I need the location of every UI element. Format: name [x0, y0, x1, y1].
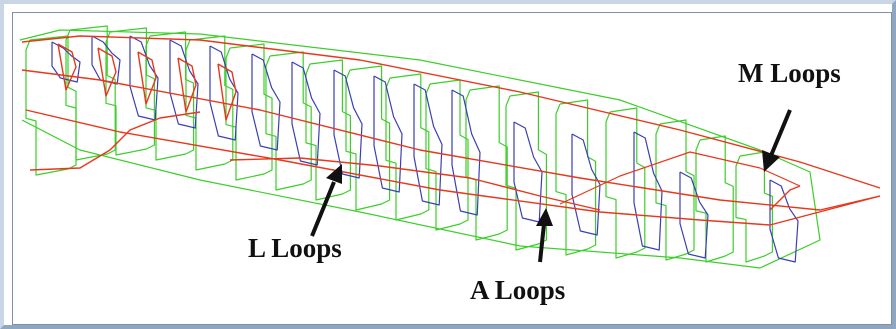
- a-loop-frame: [225, 43, 273, 181]
- m-loop-curve: [29, 111, 201, 171]
- a-loop-frame: [305, 59, 351, 201]
- a-loop-longitudinal: [21, 119, 761, 269]
- l-loop-section: [129, 35, 159, 121]
- arrow-l-loops-head: [326, 164, 342, 184]
- a-loop-frame: [425, 79, 469, 231]
- l-loop-section: [679, 171, 709, 259]
- l-loop-section: [169, 39, 199, 129]
- m-loop-bow: [769, 185, 801, 211]
- m-loop-curve: [21, 69, 881, 211]
- figure-panel: [12, 12, 892, 325]
- l-loop-section: [51, 41, 81, 83]
- a-loop-frame: [505, 91, 548, 251]
- a-loop-frame: [465, 85, 508, 241]
- a-loop-longitudinal: [19, 29, 821, 269]
- m-loop-section: [57, 43, 77, 91]
- a-loops-label: A Loops: [470, 275, 566, 305]
- arrow-m-loops: [768, 109, 792, 159]
- a-loop-frame: [345, 65, 391, 211]
- arrow-l-loops: [310, 181, 336, 237]
- l-loop-section: [413, 83, 443, 206]
- arrow-a-loops: [538, 223, 546, 263]
- l-loop-section: [513, 121, 543, 223]
- a-loop-frame: [655, 119, 695, 261]
- m-loops-label: M Loops: [738, 58, 841, 88]
- l-loop-section: [451, 89, 481, 216]
- l-loop-section: [291, 61, 321, 166]
- a-loops-wireframe: [19, 25, 821, 269]
- l-loop-section: [209, 45, 239, 141]
- m-loops-wireframe: [21, 35, 881, 226]
- m-loop-curve: [21, 35, 881, 189]
- l-loop-section: [91, 35, 121, 85]
- m-loop-curve: [559, 151, 801, 205]
- a-loop-frame: [65, 25, 116, 161]
- a-loop-frame: [555, 99, 597, 256]
- l-loop-section: [373, 75, 403, 193]
- m-loop-section: [97, 47, 117, 97]
- m-loop-section: [177, 57, 197, 113]
- l-loop-section: [769, 179, 799, 263]
- l-loop-section: [333, 69, 363, 179]
- l-loop-section: [633, 131, 663, 251]
- arrow-m-loops-head: [762, 150, 780, 172]
- m-loop-section: [137, 51, 157, 105]
- callout-arrows: [310, 109, 792, 263]
- l-loop-section: [251, 53, 281, 151]
- a-loop-frame: [185, 35, 234, 171]
- a-loop-frame: [605, 107, 646, 259]
- m-loop-section: [217, 63, 237, 121]
- m-loop-curve: [229, 157, 601, 211]
- a-loop-frame: [385, 73, 430, 221]
- m-loop-curve: [25, 109, 881, 226]
- l-loops-label: L Loops: [248, 233, 342, 263]
- a-loop-frame: [735, 151, 774, 263]
- arrow-a-loops-head: [536, 208, 553, 226]
